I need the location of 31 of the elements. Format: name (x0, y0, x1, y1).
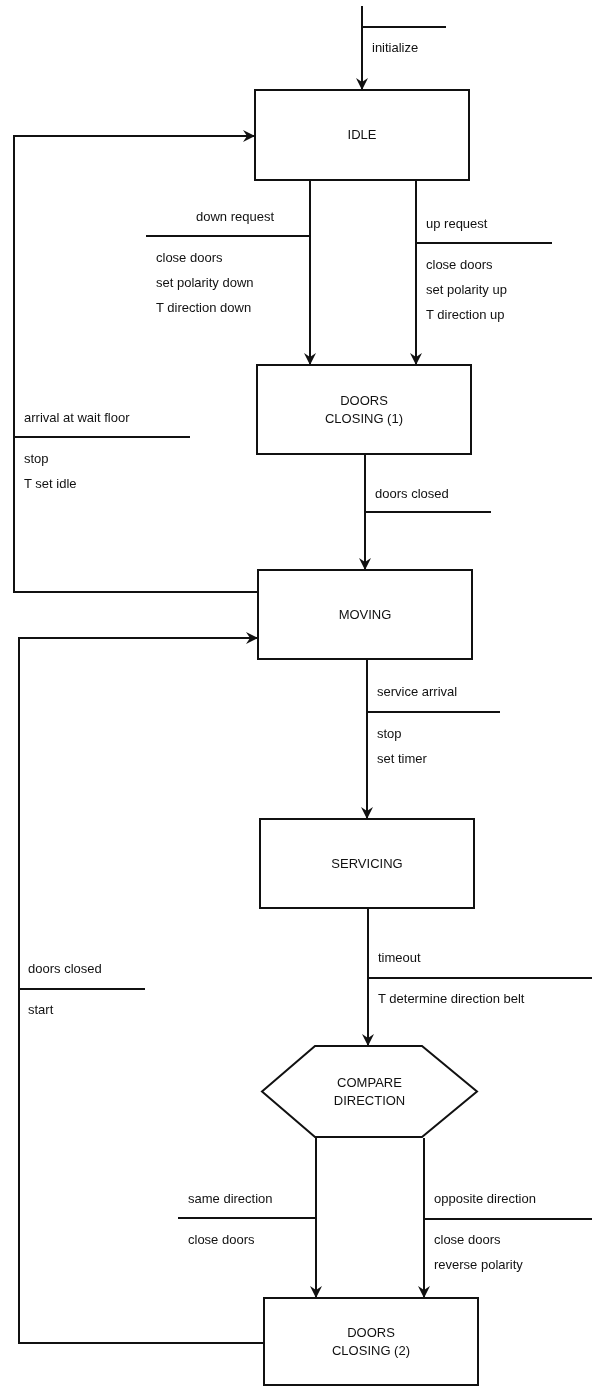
action-label: set polarity down (156, 275, 254, 291)
event-label: opposite direction (434, 1191, 536, 1207)
action-label: stop (377, 726, 402, 742)
state-box (254, 89, 470, 181)
state-box (256, 364, 472, 455)
transition-arrow (410, 180, 422, 365)
action-label: reverse polarity (434, 1257, 523, 1273)
transition-arrow (361, 659, 373, 819)
state-name: DOORS CLOSING (1) (324, 391, 404, 428)
transition-arrow (362, 908, 374, 1046)
event-label: up request (426, 216, 488, 232)
state-name: MOVING (337, 605, 393, 624)
state-name: IDLE (346, 126, 378, 144)
state-name: DOORS CLOSING (2) (331, 1323, 411, 1360)
transition-arrow (359, 454, 371, 570)
action-label: set polarity up (426, 282, 507, 298)
transition-arrow (418, 1137, 430, 1298)
transition-arrow (18, 632, 264, 1344)
state-box (263, 1297, 479, 1386)
state-name: SERVICING (330, 854, 404, 873)
action-label: T direction up (426, 307, 505, 323)
state-box (257, 569, 473, 660)
transition-arrow (310, 1137, 322, 1298)
decision-hexagon (261, 1045, 478, 1138)
state-box (259, 818, 475, 909)
transition-arrow (13, 130, 258, 593)
transition-arrow (304, 180, 316, 365)
state-name: COMPARE DIRECTION (332, 1073, 407, 1110)
transition-arrow (356, 5, 368, 90)
event-label: down request (196, 209, 275, 225)
action-label: stop (24, 451, 49, 467)
